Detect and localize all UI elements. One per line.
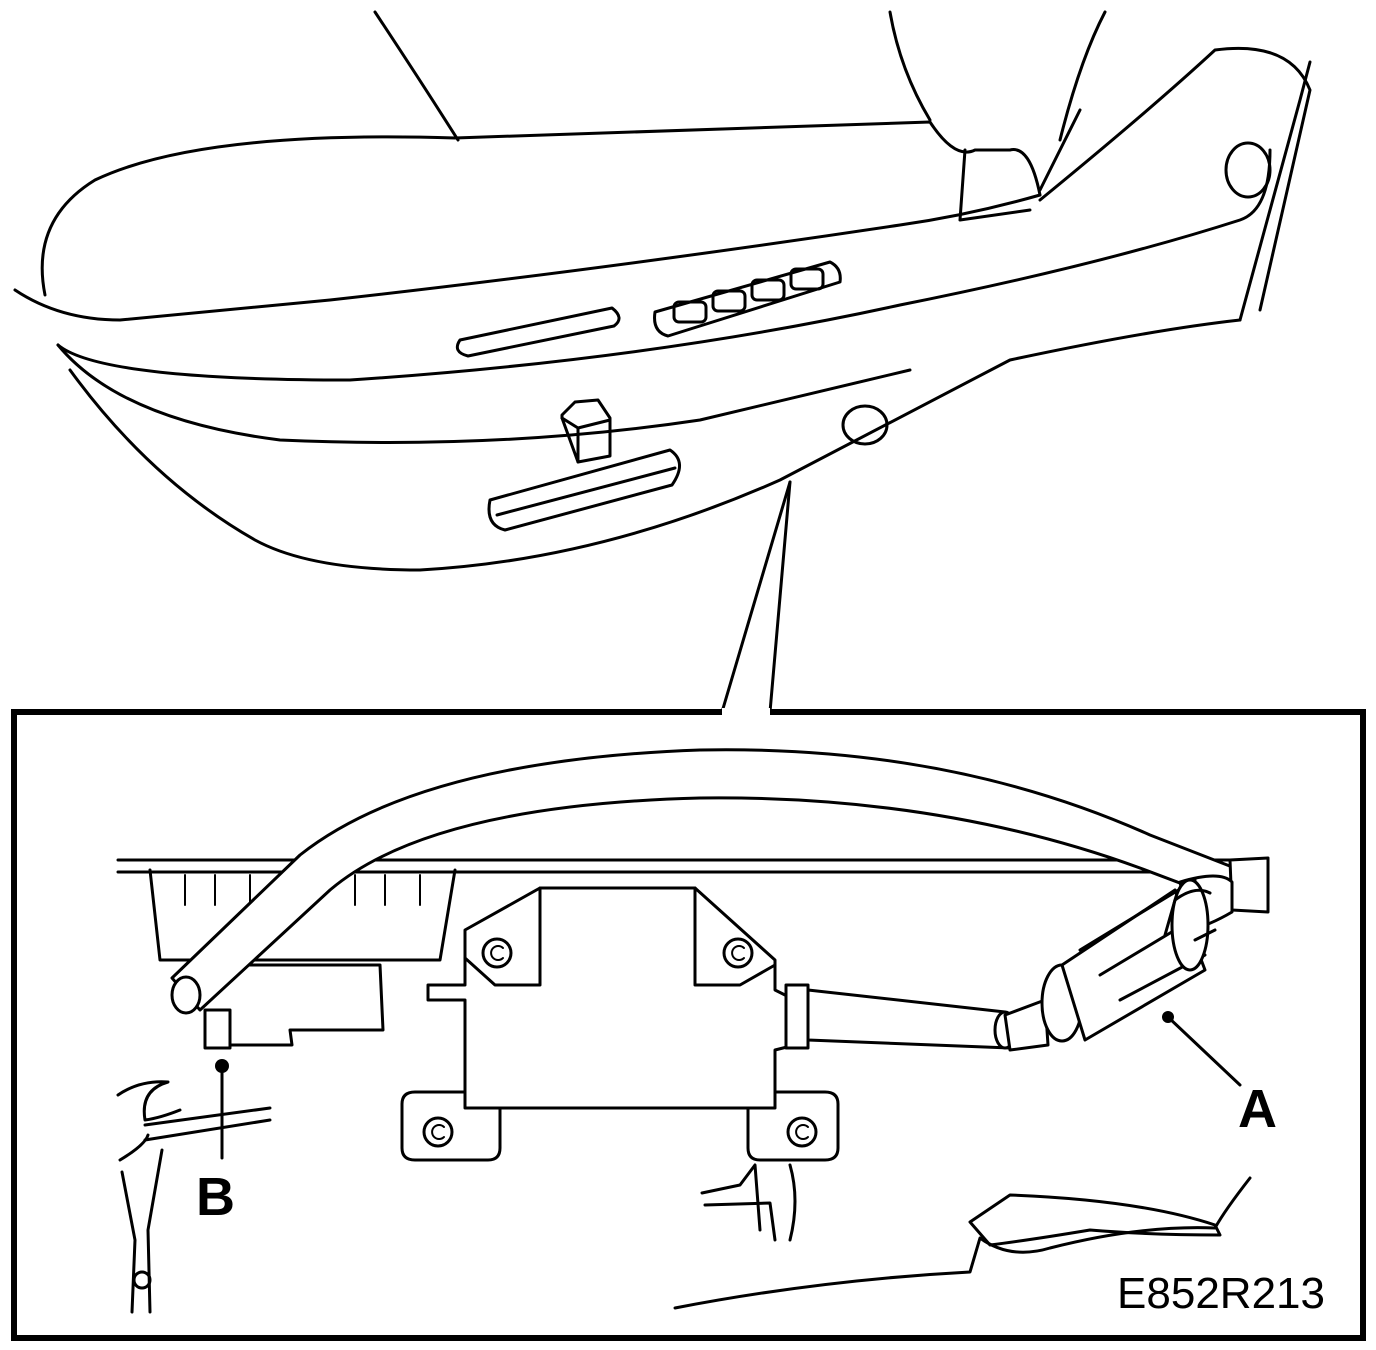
detail-inset: A B E852R213 xyxy=(11,708,1366,1341)
figure-code: E852R213 xyxy=(1117,1269,1325,1318)
seat-cushion-illustration xyxy=(13,10,1312,714)
label-b: B xyxy=(196,1167,235,1227)
label-a: A xyxy=(1238,1079,1277,1139)
